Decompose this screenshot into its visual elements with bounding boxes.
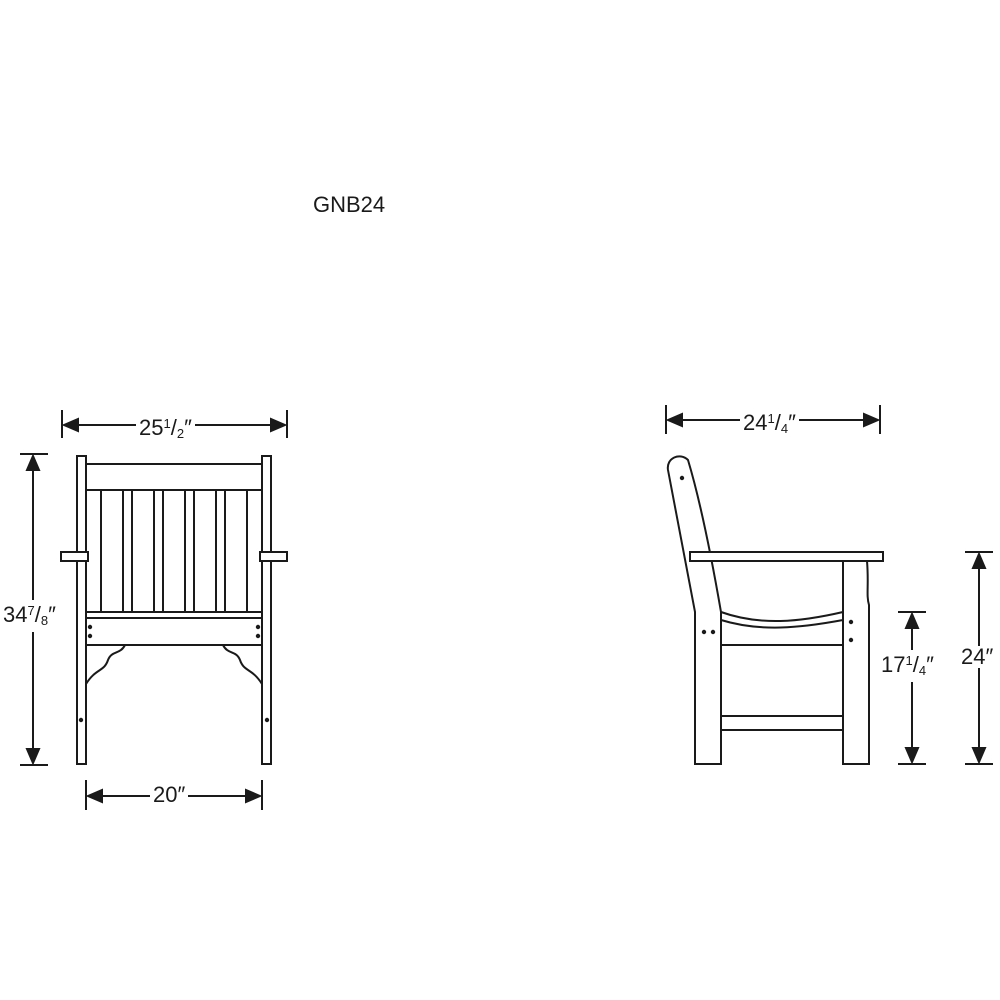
side-seat-height-label: 171/4″: [878, 650, 937, 682]
front-width-label: 251/2″: [136, 413, 195, 445]
side-view-chair: [666, 455, 884, 765]
front-inner-width-label: 20″: [150, 784, 189, 806]
front-view-chair: [60, 455, 288, 765]
side-depth-label: 241/4″: [740, 408, 799, 440]
front-height-label: 347/8″: [0, 600, 59, 632]
side-arm-height-label: 24″: [958, 646, 997, 668]
model-title: GNB24: [313, 192, 386, 217]
side-seat-height-dimension: [898, 611, 926, 765]
